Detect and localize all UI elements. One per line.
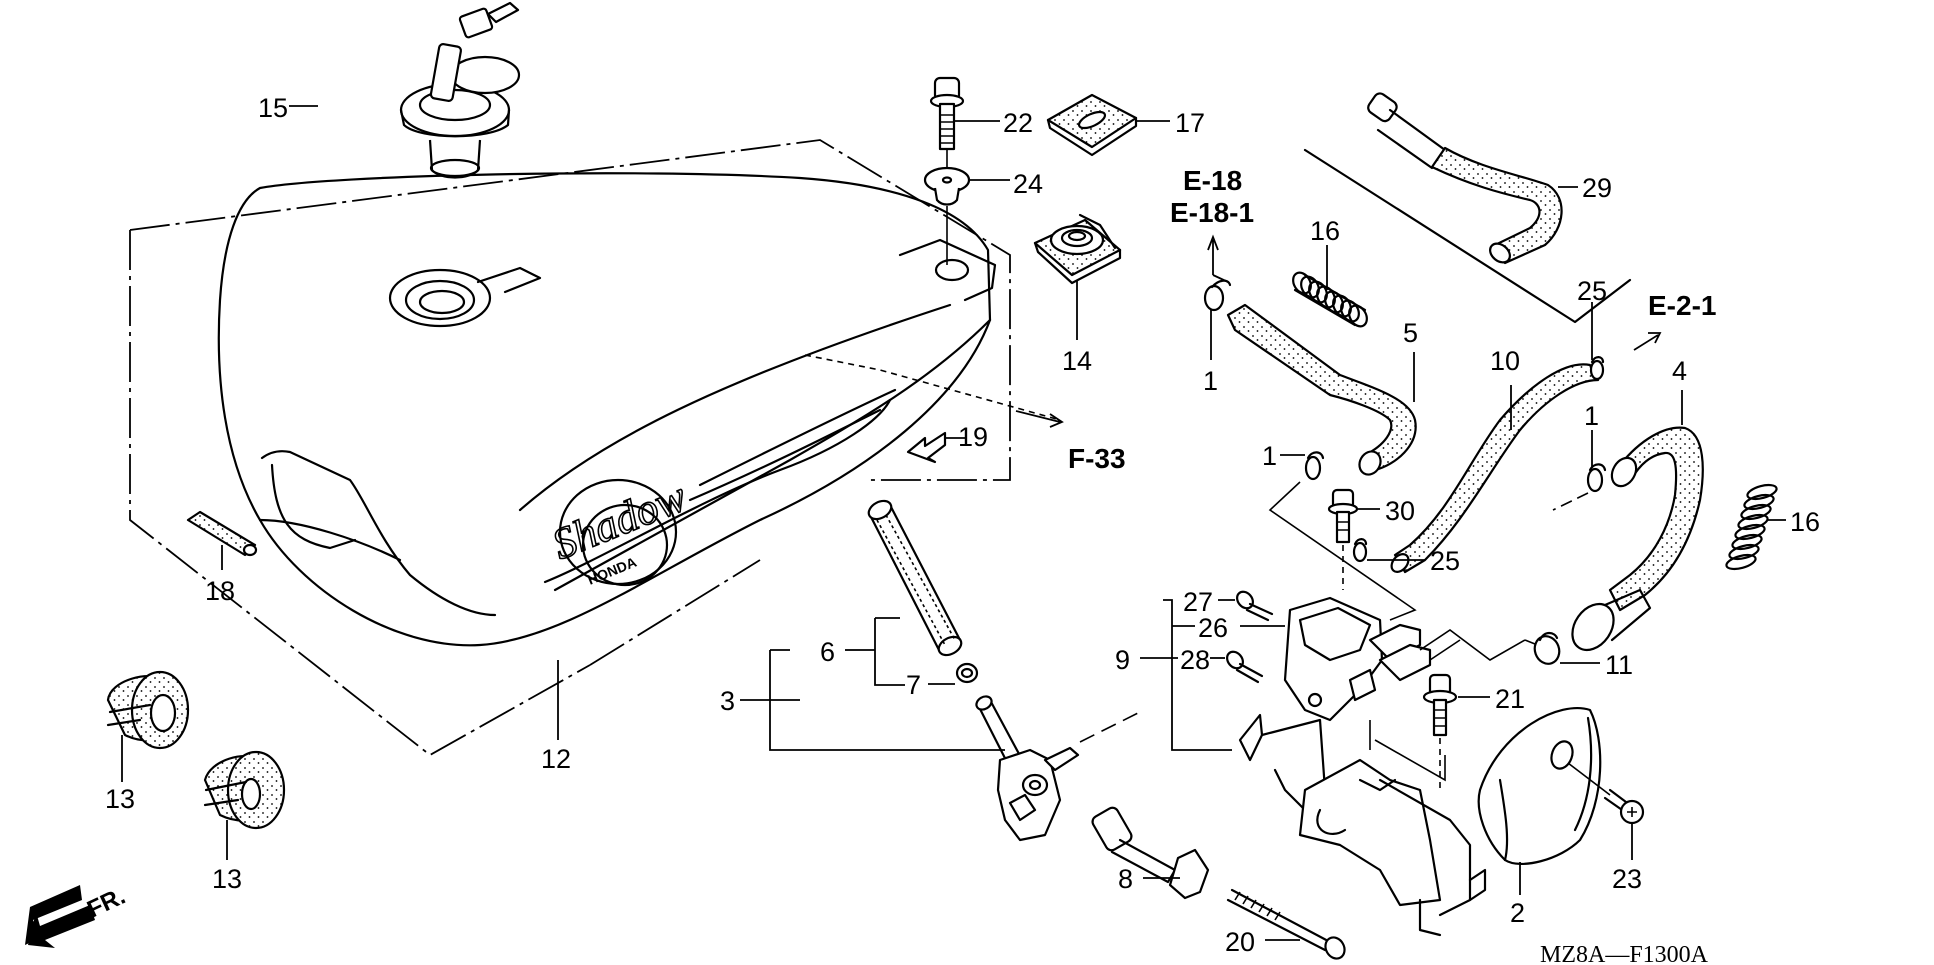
callout-25b[interactable]: 25 — [1430, 546, 1460, 576]
fuel-filler-cap[interactable] — [399, 1, 521, 179]
callout-17[interactable]: 17 — [1175, 108, 1205, 138]
callout-21[interactable]: 21 — [1495, 684, 1525, 714]
breather-frame-line — [1303, 148, 1632, 324]
callout-12[interactable]: 12 — [541, 744, 571, 774]
tube-10[interactable] — [1393, 363, 1600, 574]
callout-18[interactable]: 18 — [205, 576, 235, 606]
clip-25b[interactable] — [1352, 538, 1368, 563]
diagram-code: MZ8A—F1300A — [1540, 942, 1709, 965]
callout-2[interactable]: 2 — [1510, 898, 1525, 928]
callout-25a[interactable]: 25 — [1577, 276, 1607, 306]
collar-24[interactable] — [923, 166, 971, 206]
protector-spring-16a[interactable] — [1290, 269, 1371, 329]
flange-bolt-21[interactable] — [1422, 673, 1458, 737]
callout-14[interactable]: 14 — [1062, 346, 1092, 376]
fuel-cock-knob-8[interactable] — [1008, 793, 1210, 900]
clip-tube-1b[interactable] — [1304, 451, 1325, 481]
callout-13b[interactable]: 13 — [212, 864, 242, 894]
callout-20[interactable]: 20 — [1225, 927, 1255, 957]
fuel-pump-assembly[interactable] — [1283, 596, 1432, 722]
breather-tube-29[interactable] — [1366, 91, 1563, 266]
screw-23[interactable] — [1567, 762, 1645, 825]
o-ring-7[interactable] — [955, 662, 979, 684]
callout-10[interactable]: 10 — [1490, 346, 1520, 376]
protector-spring-16b[interactable] — [1725, 482, 1778, 571]
screw-20[interactable] — [1226, 888, 1348, 962]
fuel-strainer-6[interactable] — [866, 497, 965, 658]
screw-27[interactable] — [1234, 589, 1274, 622]
clip-tube-1c[interactable] — [1586, 463, 1607, 493]
callout-24[interactable]: 24 — [1013, 169, 1043, 199]
rear-mount-rubber-14[interactable] — [1033, 213, 1122, 285]
callout-16b[interactable]: 16 — [1790, 507, 1820, 537]
callout-28[interactable]: 28 — [1180, 645, 1210, 675]
callout-7[interactable]: 7 — [906, 670, 921, 700]
flange-bolt-30[interactable] — [1327, 488, 1359, 544]
cushion-13b[interactable] — [203, 750, 286, 830]
xref-f33[interactable]: F-33 — [1068, 443, 1126, 474]
clip-tube-1a[interactable] — [1203, 279, 1232, 312]
screw-28[interactable] — [1224, 649, 1264, 684]
callout-1a[interactable]: 1 — [1203, 366, 1218, 396]
callout-15[interactable]: 15 — [258, 93, 288, 123]
callout-27[interactable]: 27 — [1183, 587, 1213, 617]
pump-bracket[interactable] — [1238, 713, 1487, 937]
xref-e18-1[interactable]: E-18-1 — [1170, 197, 1254, 228]
fuel-tube-5[interactable] — [1226, 303, 1417, 472]
front-direction-indicator: FR. — [25, 883, 130, 948]
clip-11[interactable] — [1531, 631, 1563, 668]
callout-11[interactable]: 11 — [1605, 650, 1633, 680]
callout-8[interactable]: 8 — [1118, 864, 1133, 894]
cushion-13a[interactable] — [106, 670, 190, 750]
callout-1b[interactable]: 1 — [1262, 441, 1277, 471]
flange-bolt-22[interactable] — [929, 76, 965, 151]
fuel-cock-body[interactable] — [974, 694, 1080, 842]
fuel-tube-4[interactable] — [1608, 426, 1704, 612]
tank-cushion-18[interactable] — [186, 510, 258, 557]
callout-3[interactable]: 3 — [720, 686, 735, 716]
callout-1c[interactable]: 1 — [1584, 401, 1599, 431]
fuel-pump-cover-2[interactable] — [1477, 707, 1602, 865]
callout-19[interactable]: 19 — [958, 422, 988, 452]
callout-22[interactable]: 22 — [1003, 108, 1033, 138]
callout-13a[interactable]: 13 — [105, 784, 135, 814]
callout-30[interactable]: 30 — [1385, 496, 1415, 526]
callout-5[interactable]: 5 — [1403, 318, 1418, 348]
xref-e2-1[interactable]: E-2-1 — [1648, 290, 1716, 321]
setting-rubber-17[interactable] — [1046, 93, 1138, 157]
callout-26[interactable]: 26 — [1198, 613, 1228, 643]
callout-6[interactable]: 6 — [820, 637, 835, 667]
callout-23[interactable]: 23 — [1612, 864, 1642, 894]
callout-16a[interactable]: 16 — [1310, 216, 1340, 246]
clip-25a[interactable] — [1589, 356, 1605, 381]
callout-29[interactable]: 29 — [1582, 173, 1612, 203]
callout-9[interactable]: 9 — [1115, 645, 1130, 675]
xref-e18[interactable]: E-18 — [1183, 165, 1242, 196]
caution-label-19[interactable] — [906, 431, 947, 464]
callout-4[interactable]: 4 — [1672, 356, 1687, 386]
